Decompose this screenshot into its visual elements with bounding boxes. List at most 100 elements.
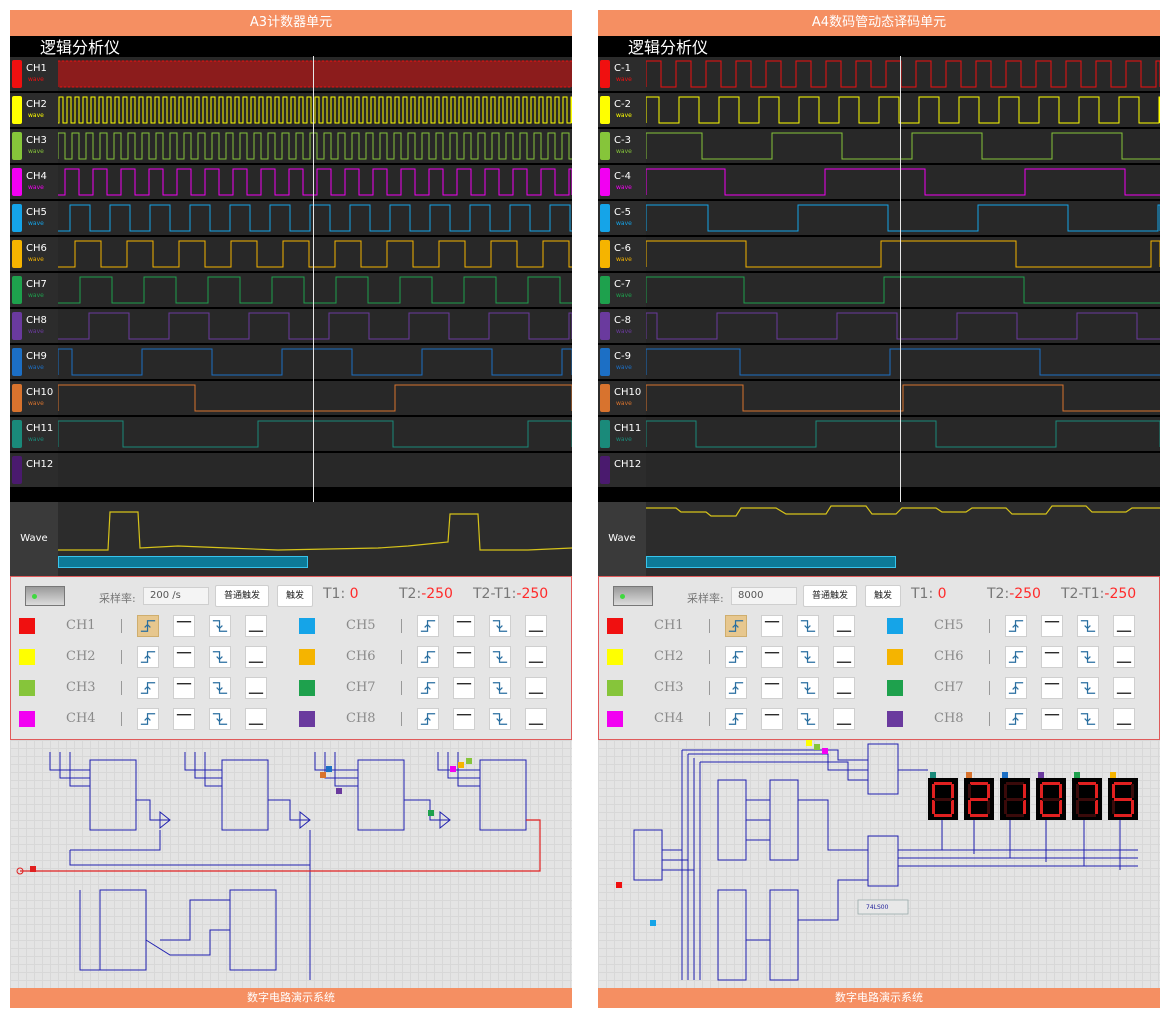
trigger-low-level-button[interactable]	[525, 677, 547, 699]
trigger-high-level-button[interactable]	[453, 615, 475, 637]
trigger-rising-edge-button[interactable]	[725, 646, 747, 668]
trigger-high-level-button[interactable]	[761, 708, 783, 730]
sample-rate-input[interactable]: 8000	[731, 587, 797, 605]
trigger-falling-edge-button[interactable]	[209, 708, 231, 730]
channel-label[interactable]: CH7 wave	[10, 273, 58, 307]
trigger-rising-edge-button[interactable]	[725, 708, 747, 730]
channel-label[interactable]: CH12	[10, 453, 58, 487]
trigger-low-level-button[interactable]	[833, 646, 855, 668]
trigger-falling-edge-button[interactable]	[797, 646, 819, 668]
channel-label[interactable]: C-2 wave	[598, 93, 646, 127]
trigger-low-level-button[interactable]	[1113, 677, 1135, 699]
trigger-falling-edge-button[interactable]	[209, 615, 231, 637]
channel-label[interactable]: C-1 wave	[598, 57, 646, 91]
trigger-rising-edge-button[interactable]	[417, 615, 439, 637]
trigger-falling-edge-button[interactable]	[797, 615, 819, 637]
trigger-falling-edge-button[interactable]	[797, 708, 819, 730]
trigger-low-level-button[interactable]	[833, 677, 855, 699]
channel-label[interactable]: C-7 wave	[598, 273, 646, 307]
trigger-low-level-button[interactable]	[525, 646, 547, 668]
trigger-high-level-button[interactable]	[173, 646, 195, 668]
trigger-low-level-button[interactable]	[245, 646, 267, 668]
trigger-high-level-button[interactable]	[173, 708, 195, 730]
channel-label[interactable]: CH1 wave	[10, 57, 58, 91]
trigger-rising-edge-button[interactable]	[1005, 677, 1027, 699]
trigger-high-level-button[interactable]	[1041, 646, 1063, 668]
run-toggle[interactable]	[25, 586, 65, 606]
trigger-falling-edge-button[interactable]	[489, 646, 511, 668]
trigger-rising-edge-button[interactable]	[725, 615, 747, 637]
normal-trigger-button[interactable]: 普通触发	[215, 585, 269, 607]
channel-label[interactable]: C-5 wave	[598, 201, 646, 235]
trigger-falling-edge-button[interactable]	[1077, 646, 1099, 668]
trigger-rising-edge-button[interactable]	[137, 615, 159, 637]
trigger-falling-edge-button[interactable]	[1077, 615, 1099, 637]
channel-label[interactable]: C-6 wave	[598, 237, 646, 271]
single-trigger-button[interactable]: 触发	[277, 585, 313, 607]
trigger-rising-edge-button[interactable]	[137, 708, 159, 730]
trigger-high-level-button[interactable]	[761, 615, 783, 637]
channel-label[interactable]: CH11 wave	[598, 417, 646, 451]
trigger-low-level-button[interactable]	[245, 677, 267, 699]
trigger-high-level-button[interactable]	[453, 646, 475, 668]
trigger-rising-edge-button[interactable]	[1005, 615, 1027, 637]
trigger-low-level-button[interactable]	[1113, 708, 1135, 730]
trigger-rising-edge-button[interactable]	[417, 708, 439, 730]
channel-label[interactable]: C-9 wave	[598, 345, 646, 379]
timeline-scrollbar[interactable]	[58, 556, 308, 568]
trigger-falling-edge-button[interactable]	[797, 677, 819, 699]
trigger-falling-edge-button[interactable]	[209, 646, 231, 668]
trigger-low-level-button[interactable]	[245, 615, 267, 637]
channel-label[interactable]: CH4 wave	[10, 165, 58, 199]
trigger-falling-edge-button[interactable]	[1077, 708, 1099, 730]
trigger-low-level-button[interactable]	[1113, 646, 1135, 668]
channel-label[interactable]: CH3 wave	[10, 129, 58, 163]
trigger-high-level-button[interactable]	[453, 708, 475, 730]
channel-label[interactable]: CH8 wave	[10, 309, 58, 343]
channel-label[interactable]: CH9 wave	[10, 345, 58, 379]
trigger-rising-edge-button[interactable]	[1005, 646, 1027, 668]
trigger-low-level-button[interactable]	[525, 708, 547, 730]
trigger-rising-edge-button[interactable]	[1005, 708, 1027, 730]
trigger-low-level-button[interactable]	[525, 615, 547, 637]
time-cursor[interactable]	[313, 56, 314, 502]
single-trigger-button[interactable]: 触发	[865, 585, 901, 607]
trigger-low-level-button[interactable]	[833, 708, 855, 730]
trigger-rising-edge-button[interactable]	[417, 646, 439, 668]
trigger-high-level-button[interactable]	[761, 677, 783, 699]
trigger-rising-edge-button[interactable]	[725, 677, 747, 699]
trigger-falling-edge-button[interactable]	[489, 677, 511, 699]
trigger-high-level-button[interactable]	[1041, 708, 1063, 730]
channel-label[interactable]: CH11 wave	[10, 417, 58, 451]
channel-label[interactable]: C-4 wave	[598, 165, 646, 199]
trigger-low-level-button[interactable]	[245, 708, 267, 730]
channel-label[interactable]: CH5 wave	[10, 201, 58, 235]
channel-label[interactable]: CH10 wave	[10, 381, 58, 415]
trigger-falling-edge-button[interactable]	[1077, 677, 1099, 699]
trigger-high-level-button[interactable]	[1041, 615, 1063, 637]
channel-label[interactable]: CH12	[598, 453, 646, 487]
normal-trigger-button[interactable]: 普通触发	[803, 585, 857, 607]
channel-label[interactable]: CH10 wave	[598, 381, 646, 415]
channel-label[interactable]: CH6 wave	[10, 237, 58, 271]
trigger-high-level-button[interactable]	[453, 677, 475, 699]
run-toggle[interactable]	[613, 586, 653, 606]
trigger-high-level-button[interactable]	[173, 677, 195, 699]
time-cursor[interactable]	[900, 56, 901, 502]
trigger-high-level-button[interactable]	[1041, 677, 1063, 699]
channel-label[interactable]: C-3 wave	[598, 129, 646, 163]
trigger-falling-edge-button[interactable]	[489, 708, 511, 730]
timeline-scrollbar[interactable]	[646, 556, 896, 568]
channel-label[interactable]: C-8 wave	[598, 309, 646, 343]
channel-label[interactable]: CH2 wave	[10, 93, 58, 127]
trigger-rising-edge-button[interactable]	[137, 646, 159, 668]
trigger-falling-edge-button[interactable]	[489, 615, 511, 637]
trigger-high-level-button[interactable]	[761, 646, 783, 668]
trigger-low-level-button[interactable]	[833, 615, 855, 637]
trigger-rising-edge-button[interactable]	[417, 677, 439, 699]
trigger-high-level-button[interactable]	[173, 615, 195, 637]
trigger-falling-edge-button[interactable]	[209, 677, 231, 699]
trigger-rising-edge-button[interactable]	[137, 677, 159, 699]
sample-rate-input[interactable]: 200 /s	[143, 587, 209, 605]
trigger-low-level-button[interactable]	[1113, 615, 1135, 637]
